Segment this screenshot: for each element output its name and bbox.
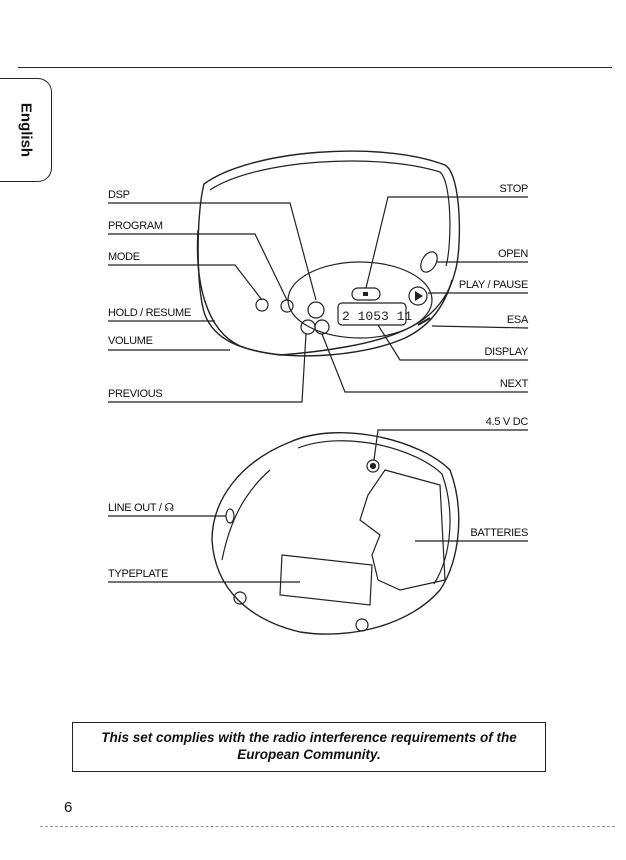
label-hold-resume: HOLD / RESUME (108, 307, 191, 319)
label-play-pause: PLAY / PAUSE (459, 279, 528, 291)
page-number: 6 (64, 799, 72, 816)
leader-lines-top-left (108, 203, 316, 402)
label-stop: STOP (499, 183, 528, 195)
bottom-edge-artifact (40, 826, 615, 827)
notice-line-1: This set complies with the radio interfe… (73, 729, 545, 746)
mode-button[interactable] (256, 299, 268, 311)
label-batteries: BATTERIES (470, 527, 528, 539)
program-button[interactable] (281, 300, 293, 312)
label-program: PROGRAM (108, 220, 163, 232)
label-dsp: DSP (108, 189, 130, 201)
label-mode: MODE (108, 251, 140, 263)
label-typeplate: TYPEPLATE (108, 568, 168, 580)
display-readout: 2 1053 11 (342, 309, 412, 324)
label-volume: VOLUME (108, 335, 153, 347)
label-esa: ESA (507, 314, 528, 326)
battery-compartment (360, 470, 445, 590)
label-open: OPEN (498, 248, 528, 260)
label-dc: 4.5 V DC (486, 416, 528, 428)
player-top-view: 2 1053 11 (197, 151, 459, 356)
compliance-notice: This set complies with the radio interfe… (72, 722, 546, 772)
label-previous: PREVIOUS (108, 388, 162, 400)
line-out-socket (226, 509, 234, 523)
stop-icon (363, 292, 368, 296)
label-display: DISPLAY (484, 346, 528, 358)
dsp-button[interactable] (308, 302, 324, 318)
label-next: NEXT (500, 378, 528, 390)
leader-lines-top-right (322, 197, 528, 392)
notice-line-2: European Community. (73, 746, 545, 763)
player-bottom-view (212, 433, 459, 634)
play-icon (415, 291, 423, 301)
label-line-out: LINE OUT / ☊ (108, 502, 174, 514)
typeplate-area (280, 555, 372, 605)
previous-button[interactable] (301, 320, 315, 334)
